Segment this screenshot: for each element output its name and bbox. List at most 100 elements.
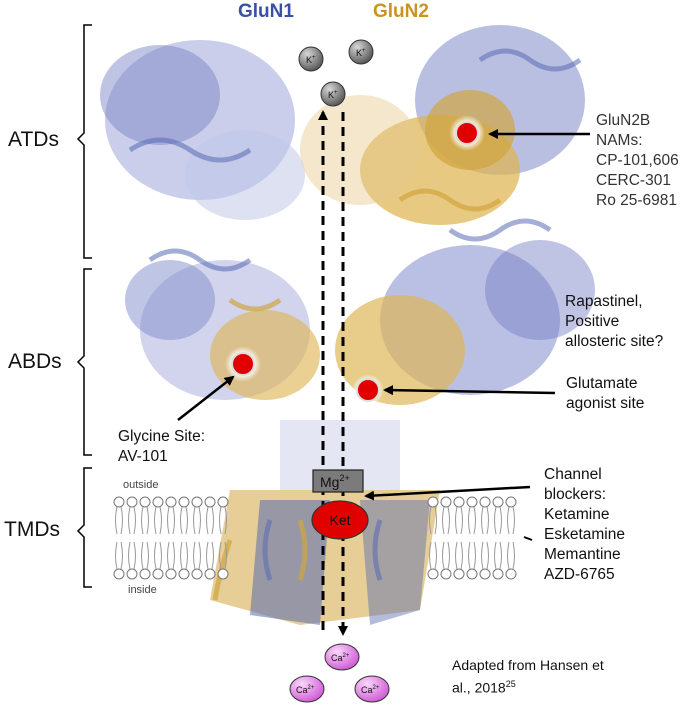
lipid-head	[453, 568, 465, 580]
credit-text: Adapted from Hansen et al., 201825	[452, 657, 604, 696]
lipid-head	[178, 496, 190, 508]
lipid-tail	[128, 541, 136, 570]
lipid-tail	[206, 541, 214, 570]
lipid-tail	[206, 506, 214, 535]
tick-mark	[523, 536, 533, 541]
abd-bracket	[76, 268, 92, 456]
lipid-tail	[180, 541, 188, 570]
lipid-tail	[154, 541, 162, 570]
lipid-tail	[128, 506, 136, 535]
k-ion-label-2: K+	[356, 48, 366, 58]
ket-label: Ket	[329, 512, 350, 528]
lipid-head	[466, 496, 478, 508]
glycine-arrow	[177, 375, 235, 421]
lipid-tail	[193, 506, 201, 535]
lipid-tail	[481, 506, 489, 535]
glutamate-site	[356, 378, 380, 402]
glun2b-nam-annotation: GluN2B NAMs: CP-101,606 CERC-301 Ro 25-6…	[596, 112, 679, 209]
lipid-tail	[219, 541, 227, 570]
lipid-tail	[115, 506, 123, 535]
lipid-head	[505, 496, 517, 508]
lipid-head	[505, 568, 517, 580]
atd-label: ATDs	[8, 128, 59, 151]
lipid-head	[217, 496, 229, 508]
lipid-head	[427, 568, 439, 580]
lipid-tail	[494, 506, 502, 535]
ca-ion-label-1: Ca2+	[331, 653, 350, 663]
magnesium-block	[312, 469, 364, 493]
lipid-head	[479, 568, 491, 580]
lipid-tail	[494, 541, 502, 570]
lipid-tail	[219, 506, 227, 535]
lipid-head	[453, 496, 465, 508]
glun2b-nam-site	[455, 121, 479, 145]
k-ion-label-3: K+	[328, 90, 338, 100]
lipid-tail	[141, 541, 149, 570]
membrane-right	[427, 496, 517, 580]
lipid-tail	[167, 506, 175, 535]
protein-ribbons	[100, 25, 595, 625]
lipid-head	[139, 568, 151, 580]
lipid-head	[165, 568, 177, 580]
abd-label: ABDs	[8, 350, 62, 373]
membrane-left	[113, 496, 229, 580]
lipid-head	[113, 568, 125, 580]
lipid-head	[427, 496, 439, 508]
lipid-head	[178, 568, 190, 580]
glun1-title: GluN1	[238, 1, 294, 22]
lipid-head	[440, 496, 452, 508]
tmd-bracket	[76, 467, 92, 588]
lipid-tail	[141, 506, 149, 535]
lipid-head	[492, 568, 504, 580]
glutamate-annotation: Glutamate agonist site	[566, 375, 645, 412]
lipid-tail	[429, 541, 437, 570]
lipid-tail	[442, 541, 450, 570]
lipid-head	[165, 496, 177, 508]
channel-blocker-annotation: Channel blockers: Ketamine Esketamine Me…	[544, 466, 625, 583]
lipid-head	[492, 496, 504, 508]
lipid-head	[152, 496, 164, 508]
glycine-annotation: Glycine Site: AV-101	[118, 428, 206, 465]
lipid-head	[479, 496, 491, 508]
lipid-head	[126, 568, 138, 580]
mg-label: Mg2+	[320, 473, 350, 490]
lipid-tail	[429, 506, 437, 535]
potassium-ions	[298, 39, 374, 107]
outside-label: outside	[123, 479, 159, 491]
lipid-tail	[455, 541, 463, 570]
lipid-tail	[468, 541, 476, 570]
lipid-tail	[193, 541, 201, 570]
calcium-ions	[289, 643, 390, 703]
ketamine-site	[311, 500, 369, 540]
lipid-tail	[115, 541, 123, 570]
inside-label: inside	[128, 584, 157, 596]
lipid-tail	[455, 506, 463, 535]
lipid-tail	[180, 506, 188, 535]
binding-sites	[225, 115, 485, 406]
lipid-tail	[507, 541, 515, 570]
lipid-head	[204, 568, 216, 580]
lipid-tail	[167, 541, 175, 570]
glun2-title: GluN2	[373, 1, 429, 22]
channel-blocker-arrow	[364, 485, 531, 501]
lipid-tail	[507, 506, 515, 535]
k-ion-label-1: K+	[306, 55, 316, 65]
lipid-tail	[442, 506, 450, 535]
lipid-head	[126, 496, 138, 508]
lipid-head	[139, 496, 151, 508]
lipid-tail	[154, 506, 162, 535]
lipid-tail	[468, 506, 476, 535]
lipid-head	[191, 568, 203, 580]
atd-bracket	[76, 24, 92, 259]
lipid-head	[152, 568, 164, 580]
lipid-head	[191, 496, 203, 508]
lipid-head	[217, 568, 229, 580]
tmd-label: TMDs	[4, 518, 60, 541]
glutamate-arrow	[383, 385, 556, 396]
lipid-head	[204, 496, 216, 508]
lipid-head	[466, 568, 478, 580]
lipid-head	[440, 568, 452, 580]
lipid-tail	[481, 541, 489, 570]
